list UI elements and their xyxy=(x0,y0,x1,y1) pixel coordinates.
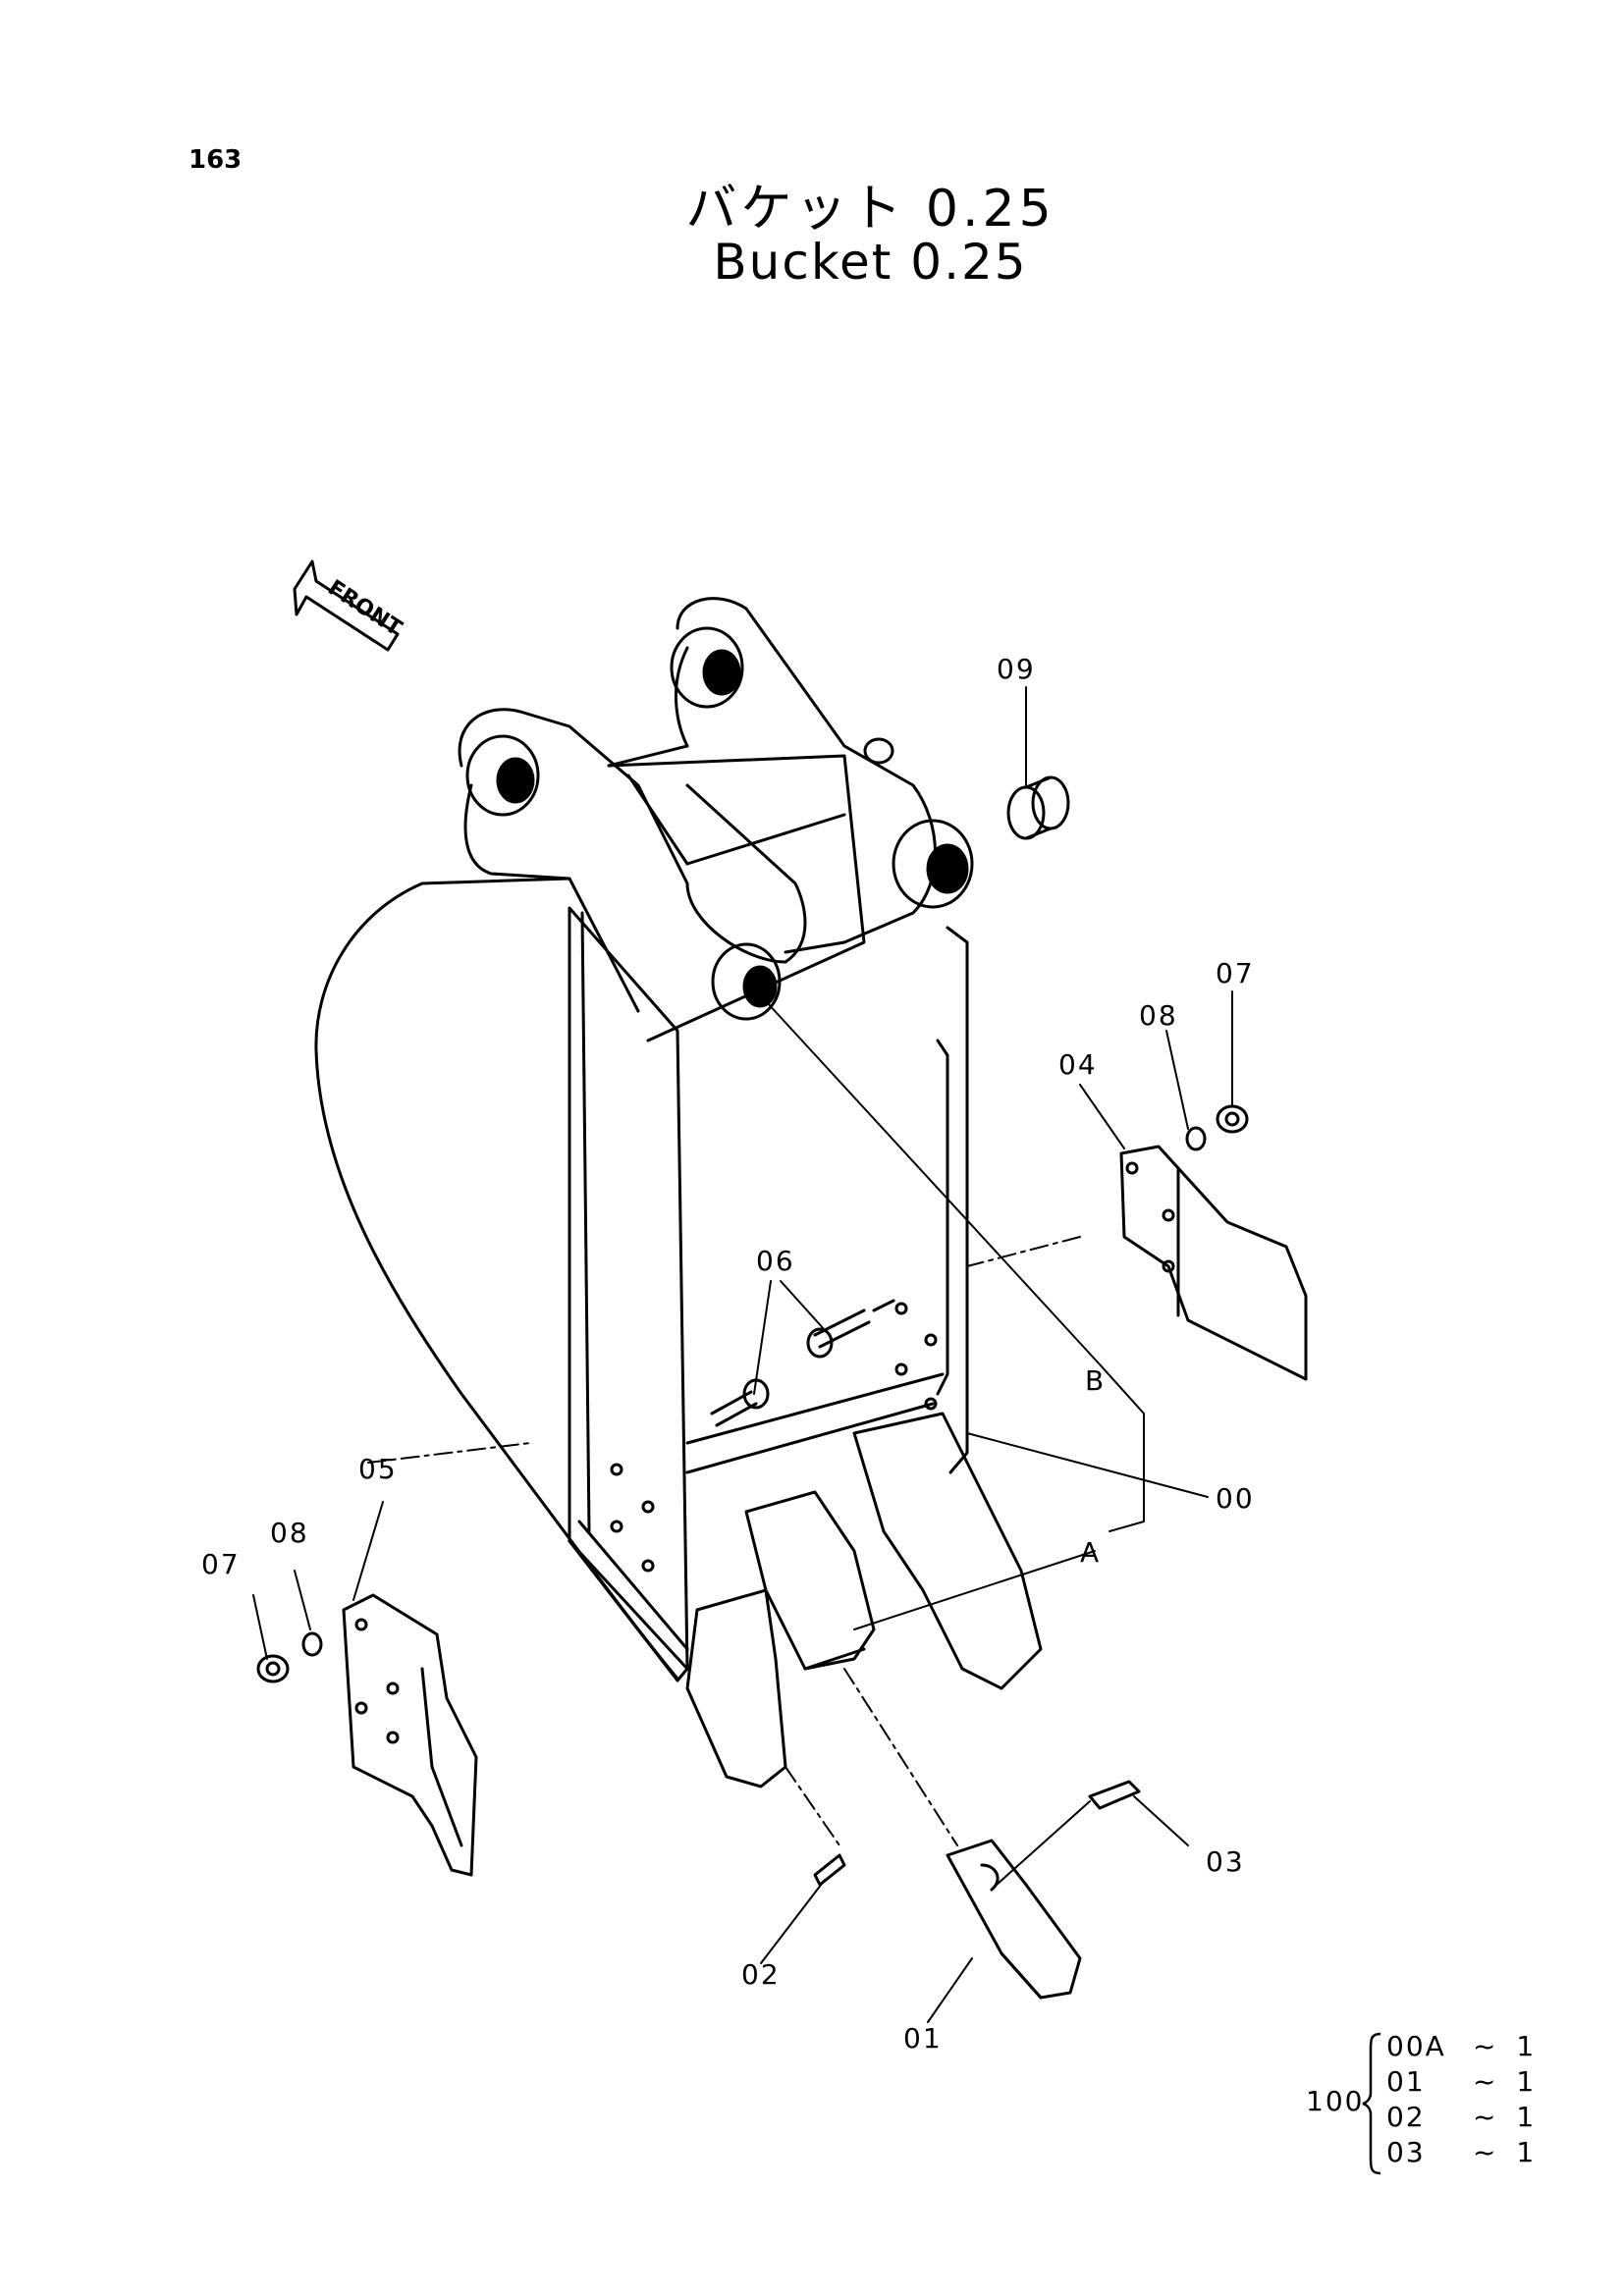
callout-08-right: 08 xyxy=(1139,999,1178,1032)
callout-07-right: 07 xyxy=(1216,957,1255,989)
kit-row-qty: ~ 1 xyxy=(1473,2136,1541,2168)
callout-02: 02 xyxy=(741,1958,781,1991)
callout-B: B xyxy=(1085,1364,1107,1397)
tooth-01-part xyxy=(946,1839,1082,2000)
kit-row-qty: ~ 1 xyxy=(1473,2101,1541,2133)
bushing-09-part xyxy=(1006,775,1070,840)
kit-row-part: 02 xyxy=(1386,2101,1426,2133)
callout-09: 09 xyxy=(997,653,1036,685)
bolt-06-lower-part xyxy=(710,1378,770,1427)
pin-03-part xyxy=(1088,1780,1141,1810)
title-english: Bucket 0.25 xyxy=(0,234,1623,291)
leader-lines xyxy=(252,686,1233,2023)
kit-row-part: 03 xyxy=(1386,2136,1426,2168)
callout-01: 01 xyxy=(903,2022,943,2055)
kit-row-part: 01 xyxy=(1386,2065,1426,2098)
callout-04: 04 xyxy=(1058,1048,1098,1081)
lock-02-part xyxy=(813,1853,846,1887)
title-japanese-text: バケット 0.25 xyxy=(685,180,1055,239)
callout-03: 03 xyxy=(1206,1845,1245,1878)
title-japanese: バケット 0.25 xyxy=(0,167,1623,240)
callout-A: A xyxy=(1080,1536,1102,1569)
side-cutter-04-part xyxy=(1119,1145,1308,1381)
kit-number: 100 xyxy=(1306,2085,1365,2117)
callout-08-left: 08 xyxy=(270,1517,309,1549)
callout-00: 00 xyxy=(1216,1482,1255,1515)
nut-07-right-part xyxy=(1216,1104,1249,1134)
bucket-body xyxy=(314,597,974,1682)
side-cutter-05-part xyxy=(342,1593,478,1877)
callout-06: 06 xyxy=(756,1245,795,1277)
kit-row-part: 00A xyxy=(1386,2030,1446,2062)
washer-08-right-part xyxy=(1185,1126,1207,1151)
front-arrow-icon: FRONT xyxy=(293,560,406,652)
callout-07-left: 07 xyxy=(201,1548,241,1580)
brace-icon xyxy=(1362,2032,1381,2175)
nut-07-left-part xyxy=(256,1654,290,1683)
kit-row-qty: ~ 1 xyxy=(1473,2065,1541,2098)
kit-row-qty: ~ 1 xyxy=(1473,2030,1541,2062)
page-number: 163 xyxy=(189,145,243,175)
title-english-text: Bucket 0.25 xyxy=(713,234,1028,291)
callout-05: 05 xyxy=(358,1453,398,1485)
washer-08-left-part xyxy=(301,1631,323,1657)
bucket-teeth xyxy=(685,1412,1043,1789)
bolt-06-upper-part xyxy=(806,1299,895,1359)
